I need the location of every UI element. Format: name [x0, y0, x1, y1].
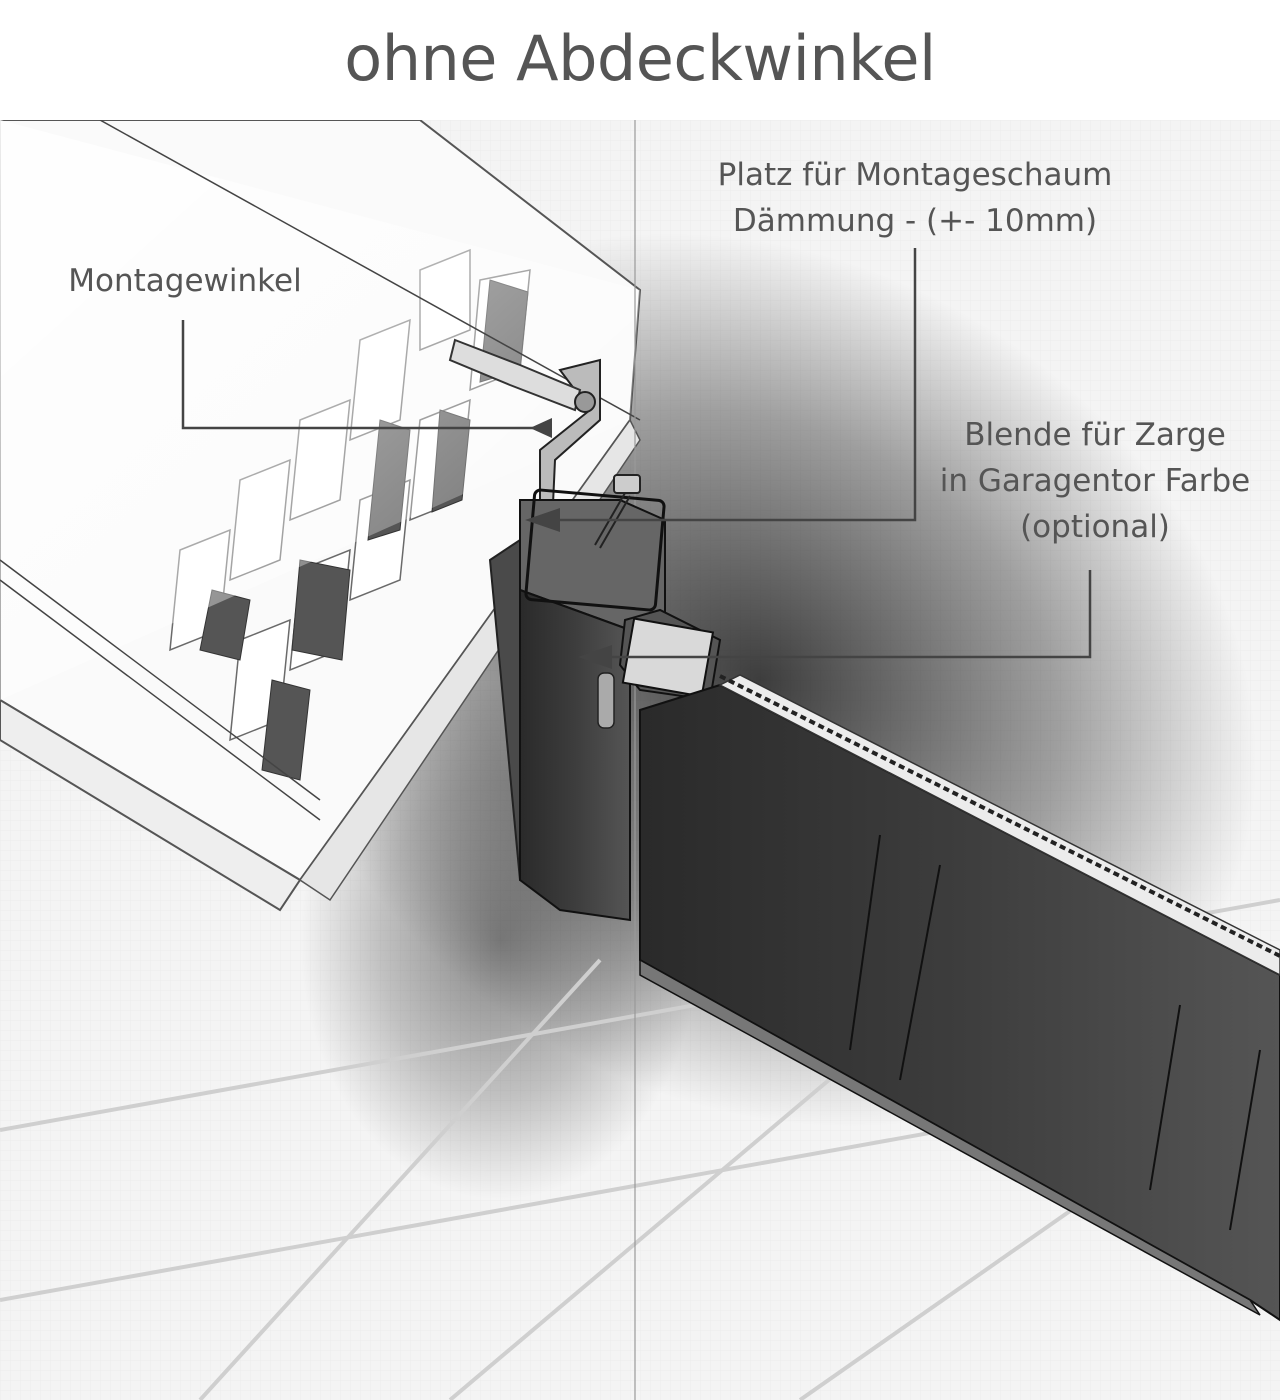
- label-blende-fuer-zarge: Blende für Zarge in Garagentor Farbe (op…: [920, 412, 1270, 550]
- diagram-illustration: [0, 120, 1280, 1400]
- label-platz-fuer-montageschaum: Platz für Montageschaum Dämmung - (+- 10…: [700, 152, 1130, 244]
- label-platz-line-2: Dämmung - (+- 10mm): [732, 203, 1098, 239]
- label-blende-line-3: (optional): [1020, 509, 1170, 545]
- leader-lines: [181, 248, 1092, 659]
- page-title: ohne Abdeckwinkel: [344, 22, 936, 95]
- garage-door-panel: [639, 674, 1280, 1322]
- leader-arrowheads: [525, 418, 612, 669]
- frame-profile: [488, 474, 722, 922]
- leader-platz: [535, 248, 917, 522]
- label-montagewinkel: Montagewinkel: [40, 258, 330, 304]
- title-bar: ohne Abdeckwinkel: [0, 0, 1280, 120]
- label-platz-line-1: Platz für Montageschaum: [717, 157, 1113, 193]
- leader-blende: [585, 570, 1092, 659]
- label-montagewinkel-line: Montagewinkel: [68, 263, 302, 299]
- label-blende-line-2: in Garagentor Farbe: [939, 463, 1251, 499]
- leader-montagewinkel: [181, 320, 540, 430]
- diagram-scene: Montagewinkel Platz für Montageschaum Dä…: [0, 120, 1280, 1400]
- label-blende-line-1: Blende für Zarge: [964, 417, 1226, 453]
